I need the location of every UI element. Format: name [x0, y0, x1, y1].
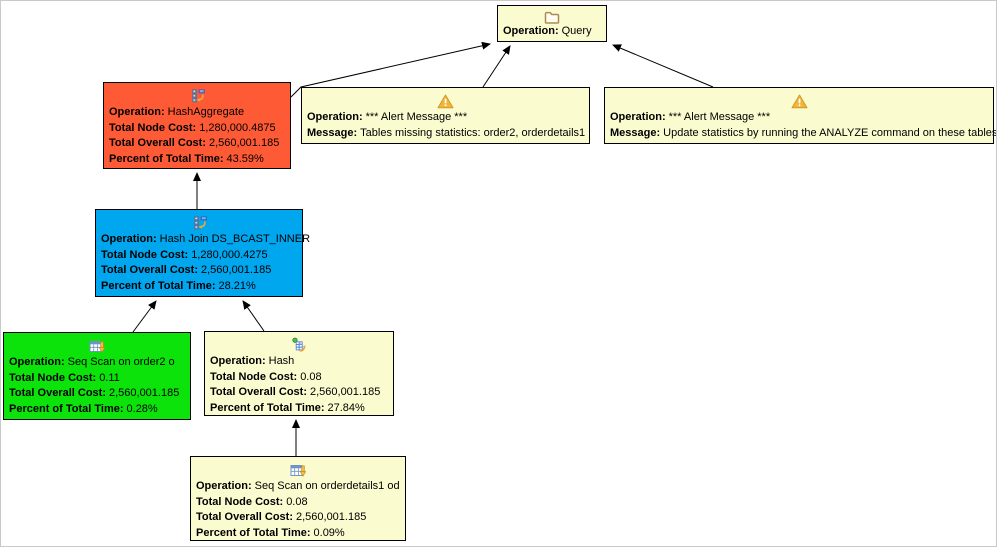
hash-join-icon: [104, 83, 290, 104]
plan-node-hash-aggregate[interactable]: Operation:HashAggregate Total Node Cost:…: [103, 82, 291, 169]
edge-alert2-to-query: [612, 44, 714, 88]
table-scan-icon: [4, 333, 190, 354]
node-percent-of-total-time: Percent of Total Time:0.28%: [9, 402, 158, 415]
node-percent-of-total-time: Percent of Total Time:43.59%: [109, 152, 264, 165]
warning-icon: [605, 88, 993, 109]
plan-node-alert-missing-statistics[interactable]: Operation:*** Alert Message *** Message:…: [301, 87, 590, 144]
node-total-overall-cost: Total Overall Cost:2,560,001.185: [9, 387, 180, 399]
node-total-overall-cost: Total Overall Cost:2,560,001.185: [109, 137, 280, 149]
warning-icon: [302, 88, 589, 109]
plan-node-hash[interactable]: Operation:Hash Total Node Cost:0.08 Tota…: [204, 331, 394, 416]
hash-join-icon: [96, 210, 302, 231]
node-operation: Operation:Seq Scan on orderdetails1 od: [196, 480, 400, 492]
node-operation: Operation:*** Alert Message ***: [610, 111, 771, 123]
edge-alert1-to-query: [482, 45, 511, 88]
node-message: Message:Update statistics by running the…: [610, 126, 997, 139]
node-total-overall-cost: Total Overall Cost:2,560,001.185: [101, 264, 272, 276]
node-operation: Operation:Hash Join DS_BCAST_INNER: [101, 233, 311, 245]
node-operation: Operation:HashAggregate: [109, 106, 245, 118]
node-operation: Operation:*** Alert Message ***: [307, 111, 468, 123]
node-total-node-cost: Total Node Cost:0.08: [196, 495, 308, 508]
node-operation: Operation:Query: [503, 25, 592, 37]
plan-node-hash-join[interactable]: Operation:Hash Join DS_BCAST_INNER Total…: [95, 209, 311, 297]
edge-hash-to-hashjoin: [242, 300, 265, 332]
node-percent-of-total-time: Percent of Total Time:28.21%: [101, 279, 256, 292]
node-total-node-cost: Total Node Cost:0.11: [9, 371, 120, 384]
node-total-node-cost: Total Node Cost:1,280,000.4875: [109, 121, 276, 134]
node-total-node-cost: Total Node Cost:0.08: [210, 370, 322, 383]
table-scan-icon: [191, 457, 405, 478]
node-operation: Operation:Hash: [210, 355, 295, 367]
plan-node-seq-scan-order2[interactable]: Operation:Seq Scan on order2 o Total Nod…: [3, 332, 191, 420]
node-operation: Operation:Seq Scan on order2 o: [9, 356, 175, 368]
plan-node-alert-analyze[interactable]: Operation:*** Alert Message *** Message:…: [604, 87, 997, 144]
edge-seqscan-order2-to-hashjoin: [132, 300, 157, 333]
node-message: Message:Tables missing statistics: order…: [307, 126, 586, 139]
plan-node-query[interactable]: Operation:Query: [497, 5, 607, 42]
node-total-overall-cost: Total Overall Cost:2,560,001.185: [196, 511, 367, 523]
node-percent-of-total-time: Percent of Total Time:0.09%: [196, 526, 345, 539]
folder-icon: [498, 6, 606, 24]
node-total-node-cost: Total Node Cost:1,280,000.4275: [101, 248, 268, 261]
hash-icon: [205, 332, 393, 353]
node-total-overall-cost: Total Overall Cost:2,560,001.185: [210, 386, 381, 398]
plan-node-seq-scan-orderdetails1[interactable]: Operation:Seq Scan on orderdetails1 od T…: [190, 456, 406, 541]
node-percent-of-total-time: Percent of Total Time:27.84%: [210, 401, 365, 414]
